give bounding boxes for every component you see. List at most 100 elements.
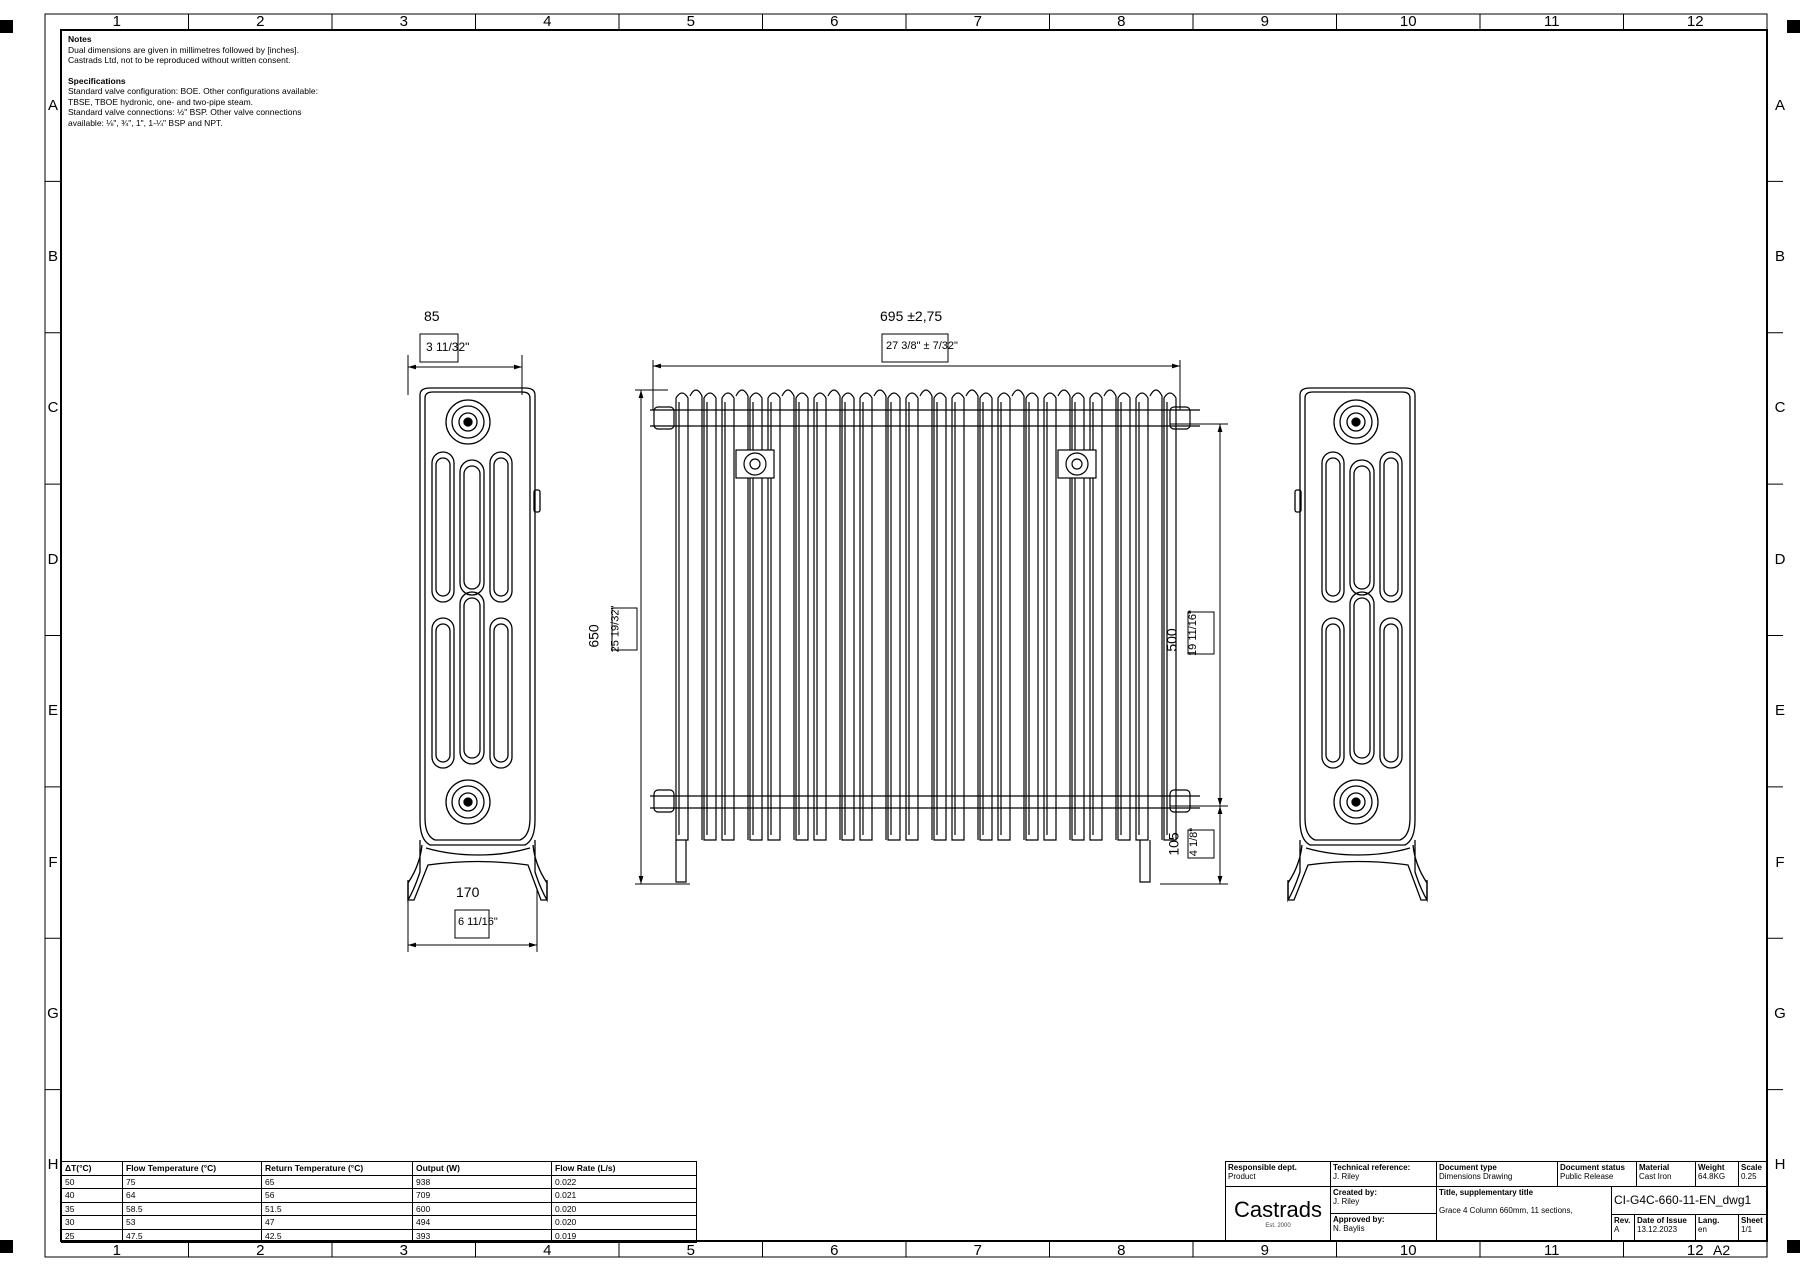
- table-cell: 709: [412, 1188, 552, 1203]
- table-cell: 938: [412, 1174, 552, 1189]
- header-delta-t: ΔT(°C): [61, 1161, 123, 1176]
- zone-row-label: A: [47, 96, 58, 114]
- notes-heading: Notes: [68, 34, 92, 44]
- notes-line: Castrads Ltd, not to be reproduced witho…: [68, 55, 291, 65]
- responsible-dept-cell: Responsible dept.Product: [1225, 1161, 1331, 1187]
- tech-ref-cell: Technical reference:J. Riley: [1330, 1161, 1437, 1187]
- zone-row-label: H: [47, 1156, 59, 1174]
- dim-side-depth-mm: 85: [424, 308, 440, 324]
- registration-mark: [0, 20, 13, 33]
- zone-column-label: 7: [973, 13, 982, 30]
- table-cell: 25: [61, 1228, 123, 1243]
- table-cell: 42.5: [261, 1228, 413, 1243]
- dim-height-in: 25 19/32": [609, 605, 622, 653]
- zone-column-label: 11: [1543, 1242, 1560, 1259]
- zone-row-label: G: [1774, 1004, 1786, 1022]
- dim-side-depth-in: 3 11/32": [426, 340, 470, 354]
- lang-cell: Lang.en: [1695, 1214, 1739, 1241]
- table-cell: 35: [61, 1201, 123, 1216]
- spec-line: available: ⅛", ¾", 1", 1-¼" BSP and NPT.: [68, 117, 223, 128]
- zone-column-label: 1: [112, 1242, 121, 1259]
- table-cell: 0.021: [551, 1188, 697, 1203]
- zone-column-label: 10: [1399, 13, 1417, 30]
- zone-column-label: 4: [543, 13, 552, 30]
- header-output: Output (W): [412, 1161, 552, 1176]
- zone-row-label: E: [1774, 702, 1785, 720]
- zone-column-label: 1: [112, 13, 121, 30]
- dim-floor-mm: 105: [1165, 832, 1182, 856]
- registration-mark: [0, 1240, 13, 1253]
- table-cell: 0.019: [551, 1228, 697, 1243]
- table-cell: 75: [122, 1174, 262, 1189]
- table-cell: 56: [261, 1188, 413, 1203]
- zone-column-label: 9: [1260, 13, 1269, 30]
- table-cell: 50: [61, 1174, 123, 1189]
- dim-width-mm: 695 ±2,75: [880, 308, 943, 324]
- zone-column-label: 3: [399, 13, 408, 30]
- dim-floor-in: 4 1/8": [1188, 827, 1201, 857]
- zone-column-label: 2: [256, 1242, 265, 1259]
- zone-row-label: C: [47, 399, 59, 417]
- zone-column-label: 8: [1117, 13, 1126, 30]
- zone-column-label: 11: [1543, 13, 1560, 30]
- rev-cell: Rev.A: [1611, 1214, 1635, 1241]
- zone-row-label: F: [1775, 853, 1785, 871]
- notes-block: Notes Dual dimensions are given in milli…: [68, 34, 398, 128]
- table-cell: 51.5: [261, 1201, 413, 1216]
- specifications-heading: Specifications: [68, 75, 126, 86]
- zone-column-label: 2: [256, 13, 265, 30]
- zone-column-label: 12: [1686, 1242, 1704, 1259]
- spec-line: TBSE, TBOE hydronic, one- and two-pipe s…: [68, 96, 254, 107]
- registration-mark: [1787, 20, 1800, 33]
- zone-row-label: E: [47, 702, 58, 720]
- zone-row-label: H: [1774, 1156, 1786, 1174]
- zone-column-label: 5: [686, 1242, 695, 1259]
- zone-row-label: B: [47, 248, 58, 266]
- zone-row-label: A: [1774, 96, 1785, 114]
- zone-row-label: C: [1774, 399, 1786, 417]
- table-cell: 47: [261, 1215, 413, 1230]
- created-by-cell: Created by:J. Riley: [1330, 1186, 1437, 1214]
- registration-mark: [1787, 1240, 1800, 1253]
- front-view: [650, 389, 1200, 883]
- table-cell: 65: [261, 1174, 413, 1189]
- notes-line: Dual dimensions are given in millimetres…: [68, 44, 300, 55]
- spec-line: Standard valve configuration: BOE. Other…: [68, 86, 318, 96]
- drawing-number: CI-G4C-660-11-EN_dwg1: [1611, 1186, 1767, 1215]
- zone-row-label: D: [1774, 550, 1786, 568]
- table-cell: 40: [61, 1188, 123, 1203]
- zone-column-label: 9: [1260, 1242, 1269, 1259]
- paper-size: A2: [1713, 1242, 1731, 1258]
- zone-column-label: 4: [543, 1242, 552, 1259]
- approved-by-cell: Approved by:N. Baylis: [1330, 1213, 1437, 1241]
- zone-row-label: B: [1774, 248, 1785, 266]
- zone-column-label: 3: [399, 1242, 408, 1259]
- zone-column-label: 7: [973, 1242, 982, 1259]
- zone-column-label: 6: [830, 1242, 839, 1259]
- header-flow-temp: Flow Temperature (°C): [122, 1161, 262, 1176]
- spec-line: Standard valve connections: ½" BSP. Othe…: [68, 107, 302, 117]
- title-block: Responsible dept.Product Technical refer…: [1225, 1161, 1767, 1241]
- zone-row-label: D: [47, 550, 59, 568]
- zone-column-label: 8: [1117, 1242, 1126, 1259]
- dim-feet-mm: 170: [456, 884, 480, 900]
- zone-column-label: 5: [686, 13, 695, 30]
- table-cell: 393: [412, 1228, 552, 1243]
- header-return-temp: Return Temperature (°C): [261, 1161, 413, 1176]
- table-cell: 0.020: [551, 1201, 697, 1216]
- table-cell: 47.5: [122, 1228, 262, 1243]
- dim-feet-in: 6 11/16": [458, 916, 498, 928]
- dim-width-in: 27 3/8" ± 7/32": [886, 340, 958, 352]
